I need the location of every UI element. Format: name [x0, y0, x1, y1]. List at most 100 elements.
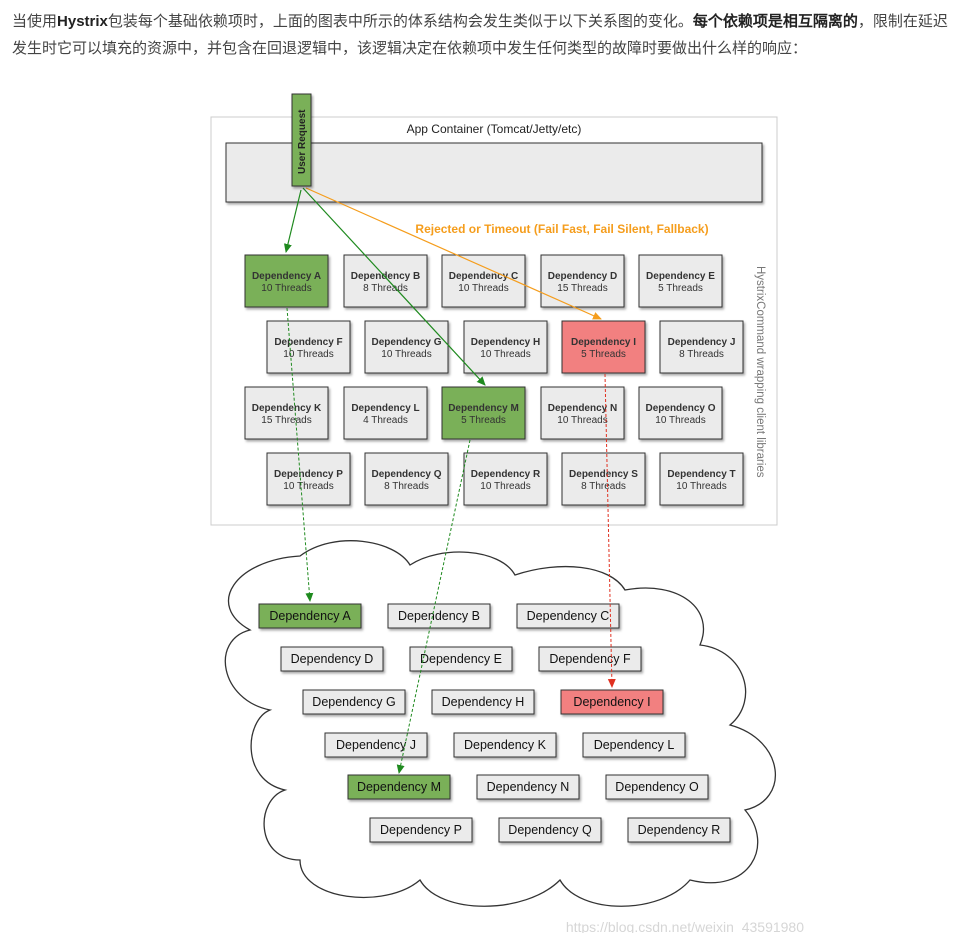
app-dependency-box	[266, 452, 351, 506]
cloud-dependency-q: Dependency Q	[498, 817, 602, 843]
cloud-dependency-name: Dependency F	[549, 652, 631, 666]
dashed-arrow-a-to-cloud	[286, 307, 314, 602]
cloud-dependency-p: Dependency P	[369, 817, 473, 843]
request-arrows	[283, 187, 616, 774]
cloud-dependency-box	[409, 646, 513, 672]
cloud-dependency-name: Dependency P	[380, 823, 462, 837]
cloud-dependency-name: Dependency O	[615, 780, 699, 794]
app-dependency-threads: 10 Threads	[655, 415, 705, 426]
app-dependency-name: Dependency N	[548, 403, 617, 414]
cloud-dependency-name: Dependency B	[398, 609, 480, 623]
app-dependency-box	[638, 254, 723, 308]
dashed-arrow-i-to-cloud	[604, 373, 616, 688]
app-dependency-name: Dependency Q	[371, 469, 441, 480]
cloud-dependency-h: Dependency H	[431, 689, 535, 715]
app-dependency-box	[343, 386, 428, 440]
app-container-label: App Container (Tomcat/Jetty/etc)	[407, 122, 582, 136]
cloud-dependency-g: Dependency G	[302, 689, 406, 715]
cloud-dependency-box	[431, 689, 535, 715]
app-dependency-name: Dependency G	[371, 337, 441, 348]
cloud-dependency-box	[324, 732, 428, 758]
app-dependency-threads: 5 Threads	[461, 415, 506, 426]
cloud-dependency-l: Dependency L	[582, 732, 686, 758]
cloud-dependency-grid: Dependency A Dependency B Dependency C Depe…	[258, 603, 731, 843]
arrow-to-dependency-a	[283, 189, 302, 253]
cloud-dependency-box	[453, 732, 557, 758]
cloud-dependency-name: Dependency H	[442, 695, 525, 709]
cloud-dependency-box	[498, 817, 602, 843]
app-dependency-threads: 8 Threads	[363, 283, 408, 294]
cloud-dependency-name: Dependency G	[312, 695, 395, 709]
app-dependency-a: Dependency A10 Threads	[244, 254, 329, 308]
cloud-dependency-box	[347, 774, 451, 800]
app-dependency-box	[638, 386, 723, 440]
app-dependency-name: Dependency I	[571, 337, 636, 348]
app-dependency-q: Dependency Q8 Threads	[364, 452, 449, 506]
app-dependency-name: Dependency A	[252, 271, 321, 282]
app-dependency-threads: 8 Threads	[679, 349, 724, 360]
app-dependency-b: Dependency B8 Threads	[343, 254, 428, 308]
cloud-dependency-name: Dependency E	[420, 652, 502, 666]
app-dependency-r: Dependency R10 Threads	[463, 452, 548, 506]
watermark: https://blog.csdn.net/weixin_43591980	[566, 919, 804, 933]
app-dependency-box	[561, 452, 646, 506]
cloud-dependency-name: Dependency Q	[508, 823, 592, 837]
intro-bold-isolated: 每个依赖项是相互隔离的	[692, 13, 858, 30]
app-dependency-threads: 10 Threads	[283, 349, 333, 360]
app-dependency-threads: 15 Threads	[261, 415, 311, 426]
app-dependency-threads: 8 Threads	[581, 481, 626, 492]
cloud-dependency-box	[369, 817, 473, 843]
cloud-dependency-d: Dependency D	[280, 646, 384, 672]
dependency-cloud	[224, 540, 777, 907]
intro-paragraph: 当使用Hystrix包装每个基础依赖项时，上面的图表中所示的体系结构会发生类似于…	[12, 8, 962, 62]
app-dependency-box	[244, 254, 329, 308]
app-dependency-name: Dependency T	[667, 469, 735, 480]
cloud-dependency-f: Dependency F	[538, 646, 642, 672]
user-request-label: User Request	[297, 109, 308, 174]
cloud-dependency-name: Dependency I	[573, 695, 650, 709]
cloud-dependency-name: Dependency D	[291, 652, 374, 666]
app-dependency-name: Dependency R	[471, 469, 541, 480]
cloud-dependency-box	[302, 689, 406, 715]
app-dependency-h: Dependency H10 Threads	[463, 320, 548, 374]
app-dependency-box	[343, 254, 428, 308]
cloud-dependency-box	[476, 774, 580, 800]
intro-bold-hystrix: Hystrix	[57, 13, 108, 30]
app-dependency-c: Dependency C10 Threads	[441, 254, 526, 308]
fallback-label: Rejected or Timeout (Fail Fast, Fail Sil…	[415, 222, 708, 236]
app-dependency-threads: 10 Threads	[480, 481, 530, 492]
app-dependency-g: Dependency G10 Threads	[364, 320, 449, 374]
intro-part-3: ，限制在延迟发生时它可以填充的资源中，并包含在回退逻辑中，该逻辑决定在依赖项中发…	[12, 13, 948, 57]
cloud-dependency-box	[387, 603, 491, 629]
cloud-dependency-c: Dependency C	[516, 603, 620, 629]
app-dependency-name: Dependency P	[274, 469, 343, 480]
app-dependency-name: Dependency M	[448, 403, 519, 414]
cloud-dependency-e: Dependency E	[409, 646, 513, 672]
app-dependency-threads: 5 Threads	[581, 349, 626, 360]
app-dependency-box	[463, 452, 548, 506]
cloud-dependency-name: Dependency N	[487, 780, 570, 794]
intro-part-1: 当使用	[12, 13, 58, 30]
cloud-dependency-box	[516, 603, 620, 629]
cloud-dependency-box	[258, 603, 362, 629]
cloud-dependency-box	[538, 646, 642, 672]
dashed-arrow-m-to-cloud	[396, 439, 471, 774]
arrow-to-dependency-i	[305, 187, 602, 320]
app-dependency-name: Dependency E	[646, 271, 715, 282]
cloud-dependency-b: Dependency B	[387, 603, 491, 629]
cloud-dependency-box	[560, 689, 664, 715]
app-dependency-name: Dependency H	[471, 337, 540, 348]
cloud-dependency-n: Dependency N	[476, 774, 580, 800]
app-dependency-name: Dependency O	[645, 403, 715, 414]
app-dependency-box	[659, 452, 744, 506]
app-dependency-p: Dependency P10 Threads	[266, 452, 351, 506]
app-dependency-f: Dependency F10 Threads	[266, 320, 351, 374]
cloud-dependency-name: Dependency A	[269, 609, 351, 623]
app-dependency-n: Dependency N10 Threads	[540, 386, 625, 440]
cloud-dependency-k: Dependency K	[453, 732, 557, 758]
app-dependency-name: Dependency D	[548, 271, 617, 282]
cloud-dependency-name: Dependency K	[464, 738, 547, 752]
app-dependency-d: Dependency D15 Threads	[540, 254, 625, 308]
cloud-dependency-name: Dependency R	[638, 823, 721, 837]
